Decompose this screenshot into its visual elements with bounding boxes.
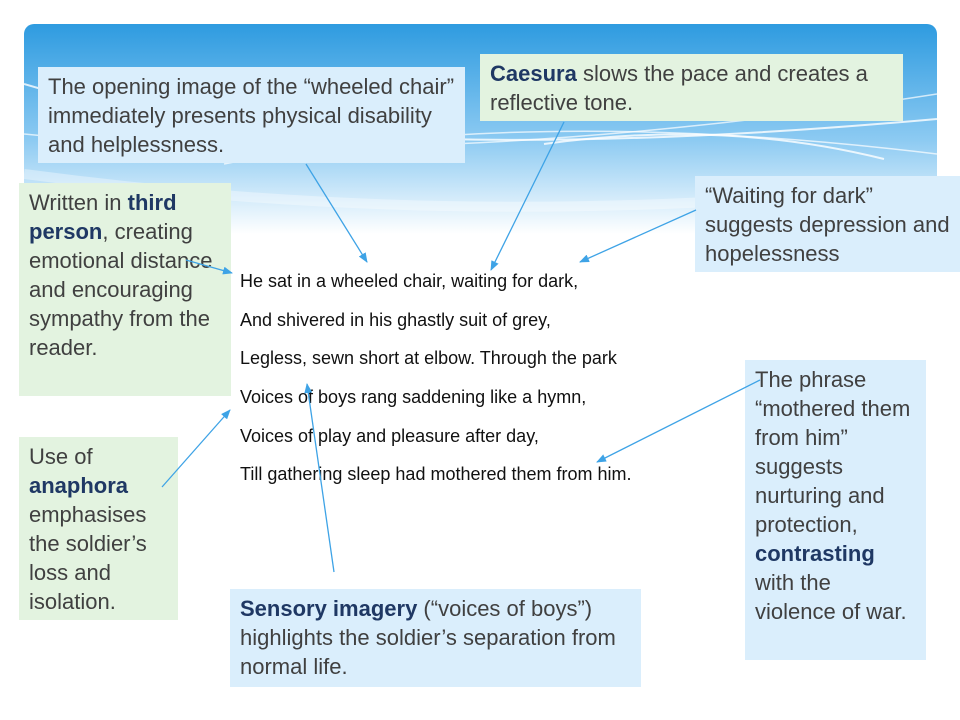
note-mothered-post: with the violence of war.	[755, 570, 907, 624]
note-waiting-for-dark: “Waiting for dark” suggests depression a…	[695, 176, 960, 272]
poem-line: Legless, sewn short at elbow. Through th…	[240, 348, 617, 369]
note-mothered-keyword: contrasting	[755, 541, 875, 566]
note-third-person: Written in third person, creating emotio…	[19, 183, 231, 396]
poem-line: Voices of play and pleasure after day,	[240, 425, 539, 446]
note-sensory-imagery: Sensory imagery (“voices of boys”) highl…	[230, 589, 641, 687]
note-wheeled-chair-text: The opening image of the “wheeled chair”…	[48, 74, 455, 157]
poem-excerpt: He sat in a wheeled chair, waiting for d…	[240, 266, 730, 498]
note-mothered: The phrase “mothered them from him” sugg…	[745, 360, 926, 660]
note-sensory-text: (“voices of boys”) highlights the soldie…	[240, 596, 616, 679]
note-third-person-post: , creating emotional distance and encour…	[29, 219, 213, 360]
poem-line: Till gathering sleep had mothered them f…	[240, 464, 632, 485]
note-anaphora-keyword: anaphora	[29, 473, 129, 498]
note-third-person-keyword: third person	[29, 190, 177, 244]
note-caesura-text: slows the pace and creates a reflective …	[490, 61, 868, 115]
note-caesura: Caesura slows the pace and creates a ref…	[480, 54, 903, 121]
note-waiting-for-dark-text: “Waiting for dark” suggests depression a…	[705, 183, 950, 266]
note-mothered-pre: The phrase “mothered them from him” sugg…	[755, 367, 911, 537]
poem-line: And shivered in his ghastly suit of grey…	[240, 309, 551, 330]
note-third-person-pre: Written in	[29, 190, 128, 215]
note-anaphora: Use of anaphora emphasises the soldier’s…	[19, 437, 178, 620]
note-caesura-keyword: Caesura	[490, 61, 577, 86]
note-wheeled-chair: The opening image of the “wheeled chair”…	[38, 67, 465, 163]
note-sensory-keyword: Sensory imagery	[240, 596, 418, 621]
poem-line: He sat in a wheeled chair, waiting for d…	[240, 271, 579, 291]
poem-line: Voices of boys rang saddening like a hym…	[240, 387, 587, 408]
note-anaphora-post: emphasises the soldier’s loss and isolat…	[29, 502, 147, 614]
note-anaphora-pre: Use of	[29, 444, 93, 469]
